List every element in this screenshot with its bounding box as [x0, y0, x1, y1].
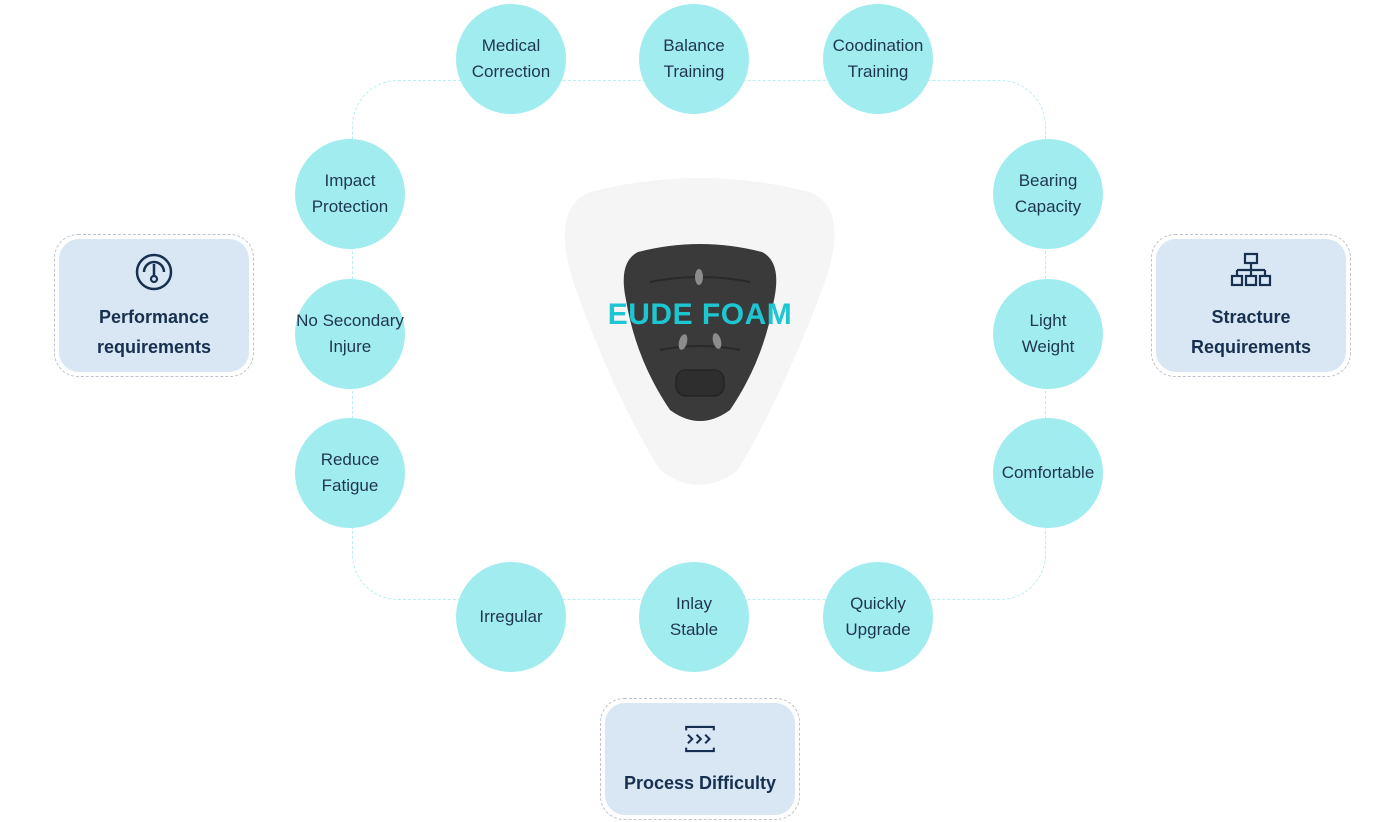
benefit-no-secondary-injure[interactable]: No Secondary Injure	[295, 279, 405, 389]
benefit-irregular[interactable]: Irregular	[456, 562, 566, 672]
performance-requirements-card[interactable]: Performance requirements	[59, 239, 249, 372]
benefit-coordination-training[interactable]: Coodination Training	[823, 4, 933, 114]
benefit-comfortable[interactable]: Comfortable	[993, 418, 1103, 528]
benefit-quickly-upgrade[interactable]: Quickly Upgrade	[823, 562, 933, 672]
structure-requirements-label: Stracture Requirements	[1190, 306, 1312, 357]
structure-card-frame: Stracture Requirements	[1151, 234, 1351, 377]
benefit-impact-protection[interactable]: Impact Protection	[295, 139, 405, 249]
benefit-inlay-stable[interactable]: Inlay Stable	[639, 562, 749, 672]
benefit-reduce-fatigue[interactable]: Reduce Fatigue	[295, 418, 405, 528]
structure-requirements-card[interactable]: Stracture Requirements	[1156, 239, 1346, 372]
foam-insole-illustration	[564, 178, 835, 485]
hierarchy-icon	[1230, 252, 1272, 286]
process-difficulty-label: Process Difficulty	[623, 773, 777, 793]
performance-card-frame: Performance requirements	[54, 234, 254, 377]
benefit-balance-training[interactable]: Balance Training	[639, 4, 749, 114]
benefit-bearing-capacity[interactable]: Bearing Capacity	[993, 139, 1103, 249]
product-title: EUDE FOAM	[607, 298, 793, 331]
forward-arrows-icon	[685, 725, 715, 753]
benefit-light-weight[interactable]: Light Weight	[993, 279, 1103, 389]
gauge-icon	[135, 253, 173, 290]
benefit-medical-correction[interactable]: Medical Correction	[456, 4, 566, 114]
process-card-frame: Process Difficulty	[600, 698, 800, 820]
process-difficulty-card[interactable]: Process Difficulty	[605, 703, 795, 815]
performance-requirements-label: Performance requirements	[96, 306, 212, 357]
